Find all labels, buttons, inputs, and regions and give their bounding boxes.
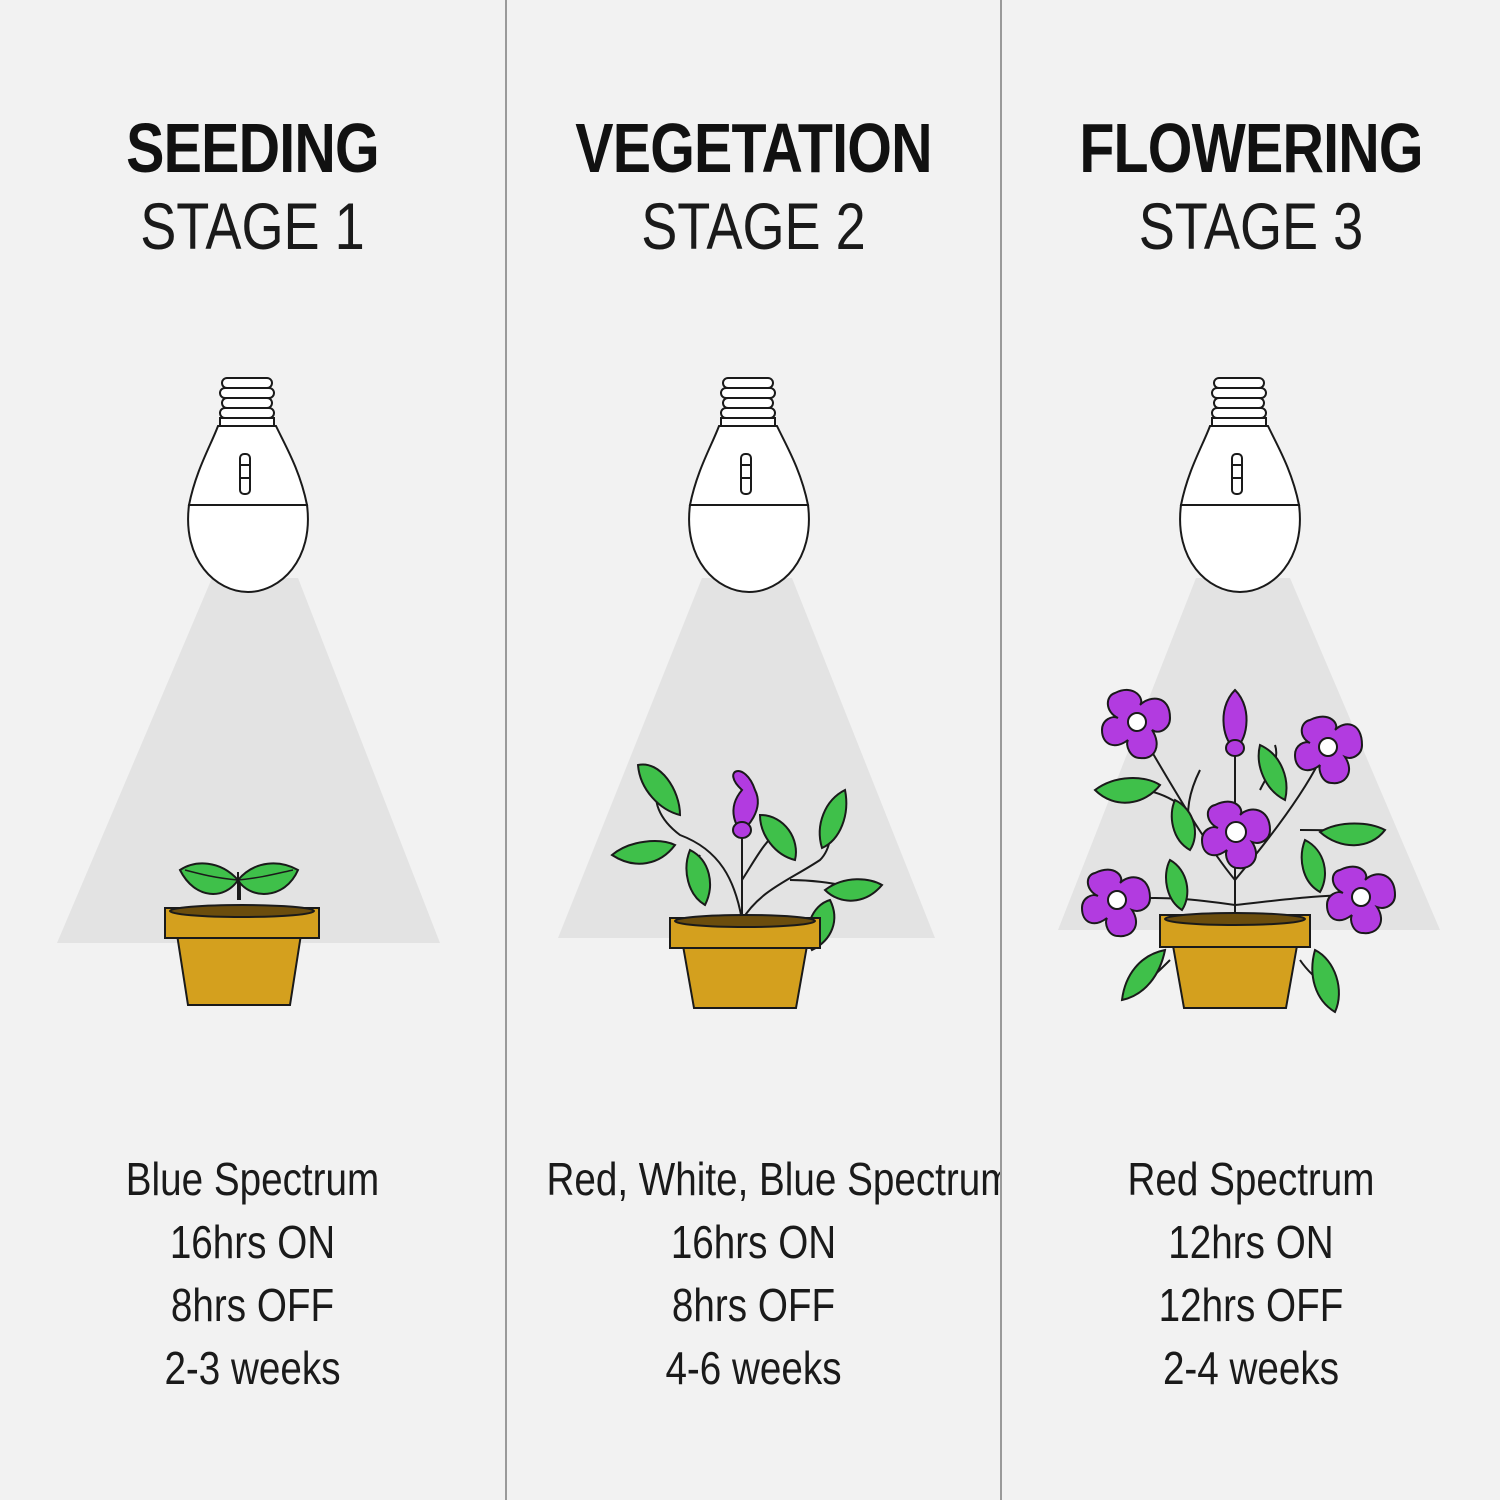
stage-2-column: VEGETATION STAGE 2: [505, 0, 1013, 1500]
seedling-illustration: [57, 377, 440, 1006]
spectrum-text: Red, White, Blue Spectrum: [546, 1153, 1013, 1205]
spectrum-text: Blue Spectrum: [125, 1153, 380, 1205]
stage-title: SEEDING: [126, 109, 379, 187]
duration-text: 2-4 weeks: [1162, 1342, 1340, 1394]
flower-pot-icon: [669, 914, 821, 1009]
spectrum-text: Red Spectrum: [1127, 1153, 1375, 1205]
light-bulb-icon: [688, 377, 810, 594]
stage-title: VEGETATION: [575, 109, 932, 187]
hours-on-text: 16hrs ON: [670, 1216, 837, 1268]
stage-number: STAGE 2: [641, 189, 866, 263]
light-cone: [57, 578, 440, 943]
seedling-icon: [178, 862, 300, 901]
hours-on-text: 16hrs ON: [169, 1216, 336, 1268]
hours-off-text: 8hrs OFF: [671, 1279, 836, 1331]
hours-off-text: 12hrs OFF: [1158, 1279, 1344, 1331]
stage-number: STAGE 3: [1138, 189, 1364, 263]
light-bulb-icon: [187, 377, 309, 594]
flowering-illustration: [1058, 377, 1440, 1014]
stage-1-column: SEEDING STAGE 1: [0, 0, 505, 1500]
flower-pot-icon: [164, 904, 320, 1006]
stage-number: STAGE 1: [140, 189, 365, 263]
stage-3-column: FLOWERING STAGE 3: [1000, 0, 1500, 1500]
leafy-plant-icon: [610, 763, 884, 952]
stage-details: Blue Spectrum 16hrs ON 8hrs OFF 2-3 week…: [0, 1148, 505, 1400]
hours-off-text: 8hrs OFF: [170, 1279, 335, 1331]
flower-pot-icon: [1159, 912, 1311, 1009]
duration-text: 2-3 weeks: [164, 1342, 341, 1394]
hours-on-text: 12hrs ON: [1168, 1216, 1334, 1268]
stage-details: Red Spectrum 12hrs ON 12hrs OFF 2-4 week…: [1002, 1148, 1500, 1400]
vegetation-illustration: [558, 377, 935, 1009]
light-bulb-icon: [1179, 377, 1301, 594]
stage-title: FLOWERING: [1079, 109, 1423, 187]
stage-details: Red, White, Blue Spectrum 16hrs ON 8hrs …: [507, 1148, 1013, 1400]
duration-text: 4-6 weeks: [665, 1342, 842, 1394]
